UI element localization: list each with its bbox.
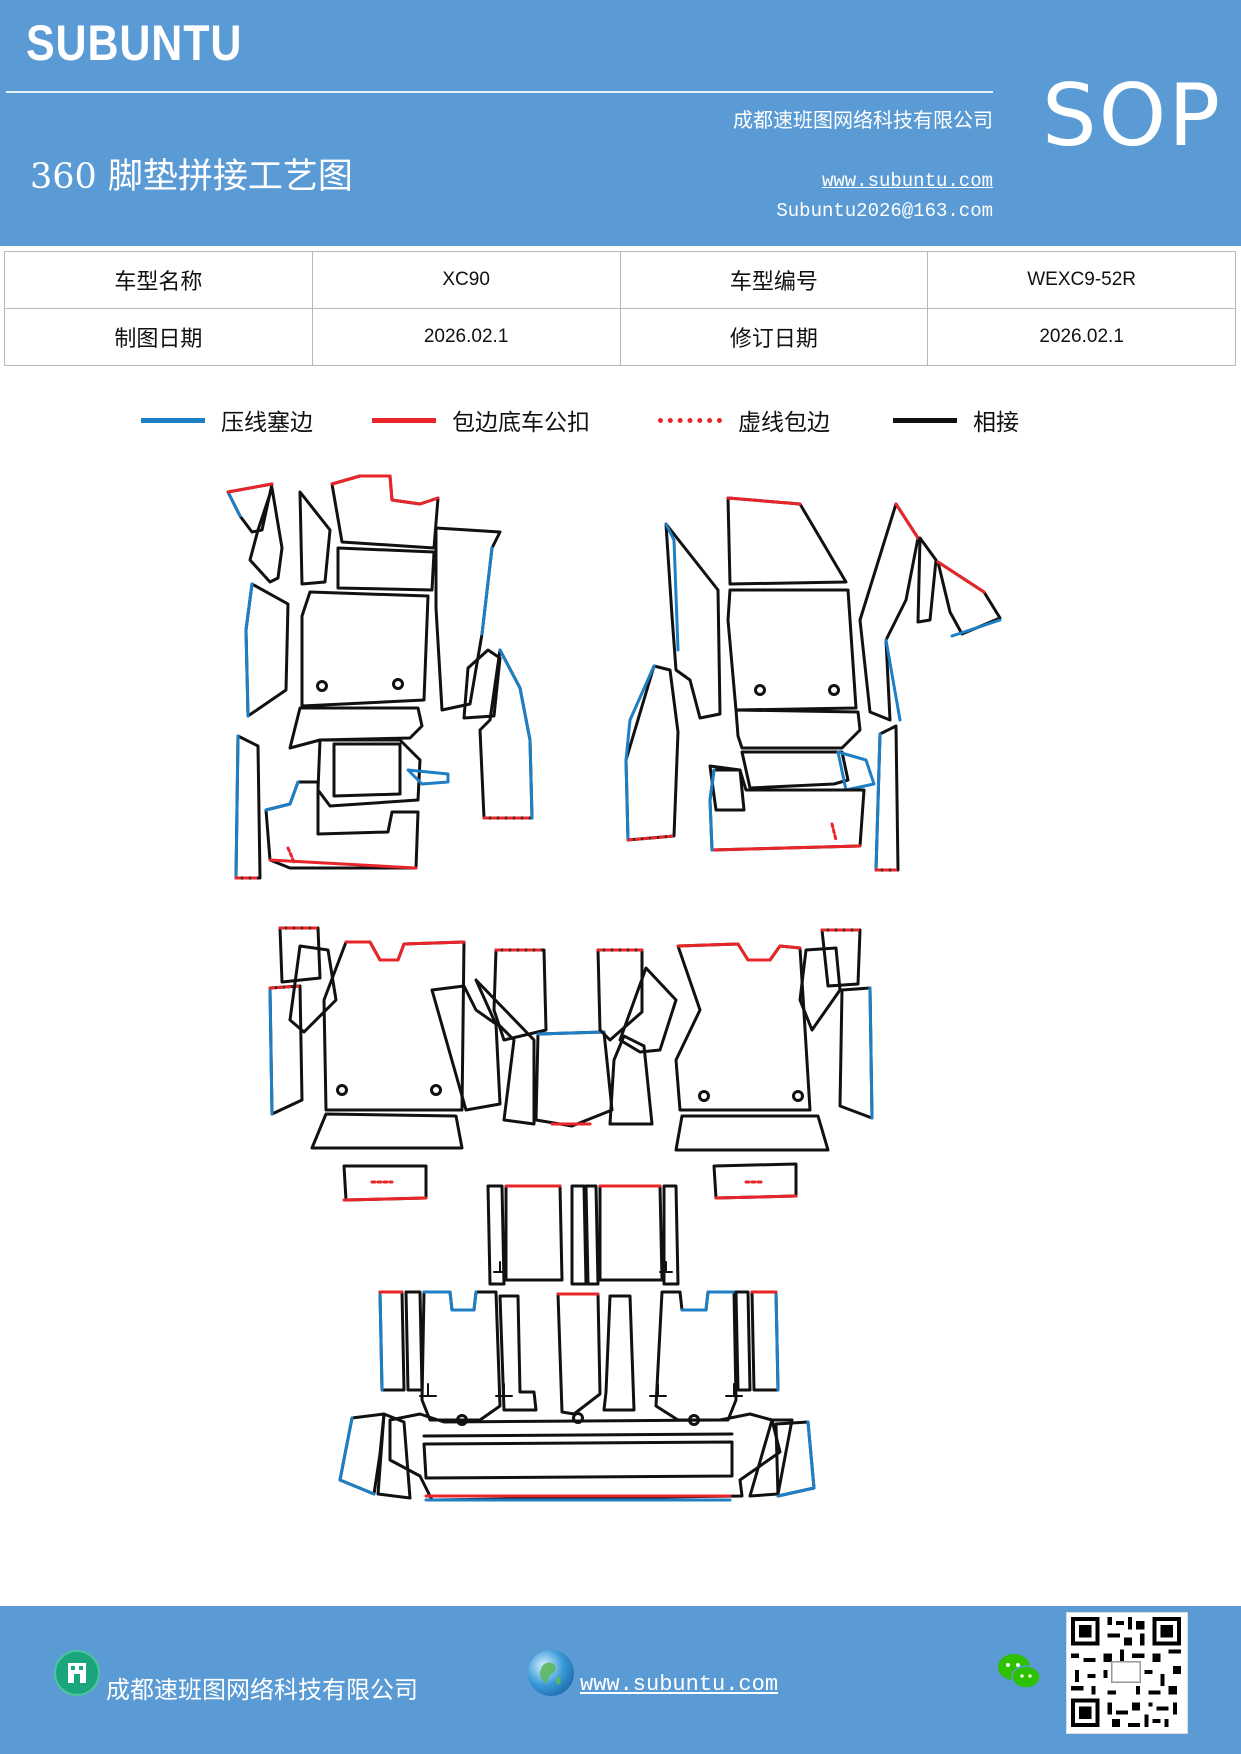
legend-press-line: 压线塞边 — [141, 400, 313, 440]
page-header — [0, 0, 1241, 246]
email-address: Subuntu2026@163.com — [776, 200, 993, 222]
website-link[interactable]: www.subuntu.com — [821, 170, 993, 192]
globe-icon — [528, 1650, 574, 1696]
revision-date-label: 修订日期 — [619, 308, 929, 366]
sop-badge: SOP — [1042, 66, 1223, 166]
legend-joint: 相接 — [893, 400, 1019, 440]
legend-label: 相接 — [973, 410, 1019, 436]
drawing-date-value: 2026.02.1 — [311, 308, 621, 366]
legend-label: 包边底车公扣 — [452, 410, 590, 436]
header-divider — [6, 91, 993, 93]
building-icon — [54, 1650, 100, 1696]
table-row: 车型名称 XC90 车型编号 WEXC9-52R — [4, 251, 1236, 309]
document-title: 360 脚垫拼接工艺图 — [30, 157, 353, 197]
footer-company-name: 成都速班图网络科技有限公司 — [106, 1676, 418, 1704]
model-code-value: WEXC9-52R — [927, 251, 1236, 309]
legend-label: 虚线包边 — [738, 410, 830, 436]
drawing-date-label: 制图日期 — [4, 308, 313, 366]
vehicle-info-table: 车型名称 XC90 车型编号 WEXC9-52R 制图日期 2026.02.1 … — [4, 251, 1236, 366]
red-dotted-swatch — [658, 417, 722, 423]
red-line-swatch — [372, 417, 436, 423]
legend-wrap-edge: 包边底车公扣 — [372, 400, 590, 440]
model-name-value: XC90 — [311, 251, 621, 309]
model-code-label: 车型编号 — [619, 251, 929, 309]
front-right-mats — [624, 496, 1002, 872]
front-left-mats — [226, 474, 534, 880]
qr-code-icon — [1066, 1612, 1188, 1734]
blue-line-swatch — [141, 417, 205, 423]
model-name-label: 车型名称 — [4, 251, 313, 309]
footer-website-link[interactable]: www.subuntu.com — [580, 1672, 779, 1697]
wechat-icon[interactable] — [996, 1652, 1042, 1692]
legend-dotted-wrap: 虚线包边 — [658, 400, 830, 440]
table-row: 制图日期 2026.02.1 修订日期 2026.02.1 — [4, 308, 1236, 366]
third-row-mats — [338, 1184, 816, 1502]
legend-label: 压线塞边 — [221, 410, 313, 436]
company-name: 成都速班图网络科技有限公司 — [733, 108, 993, 132]
floor-mat-diagram — [226, 474, 1002, 1502]
black-line-swatch — [893, 417, 957, 423]
revision-date-value: 2026.02.1 — [927, 308, 1236, 366]
second-row-mats — [268, 926, 874, 1202]
brand-logo: SUBUNTU — [26, 15, 243, 71]
